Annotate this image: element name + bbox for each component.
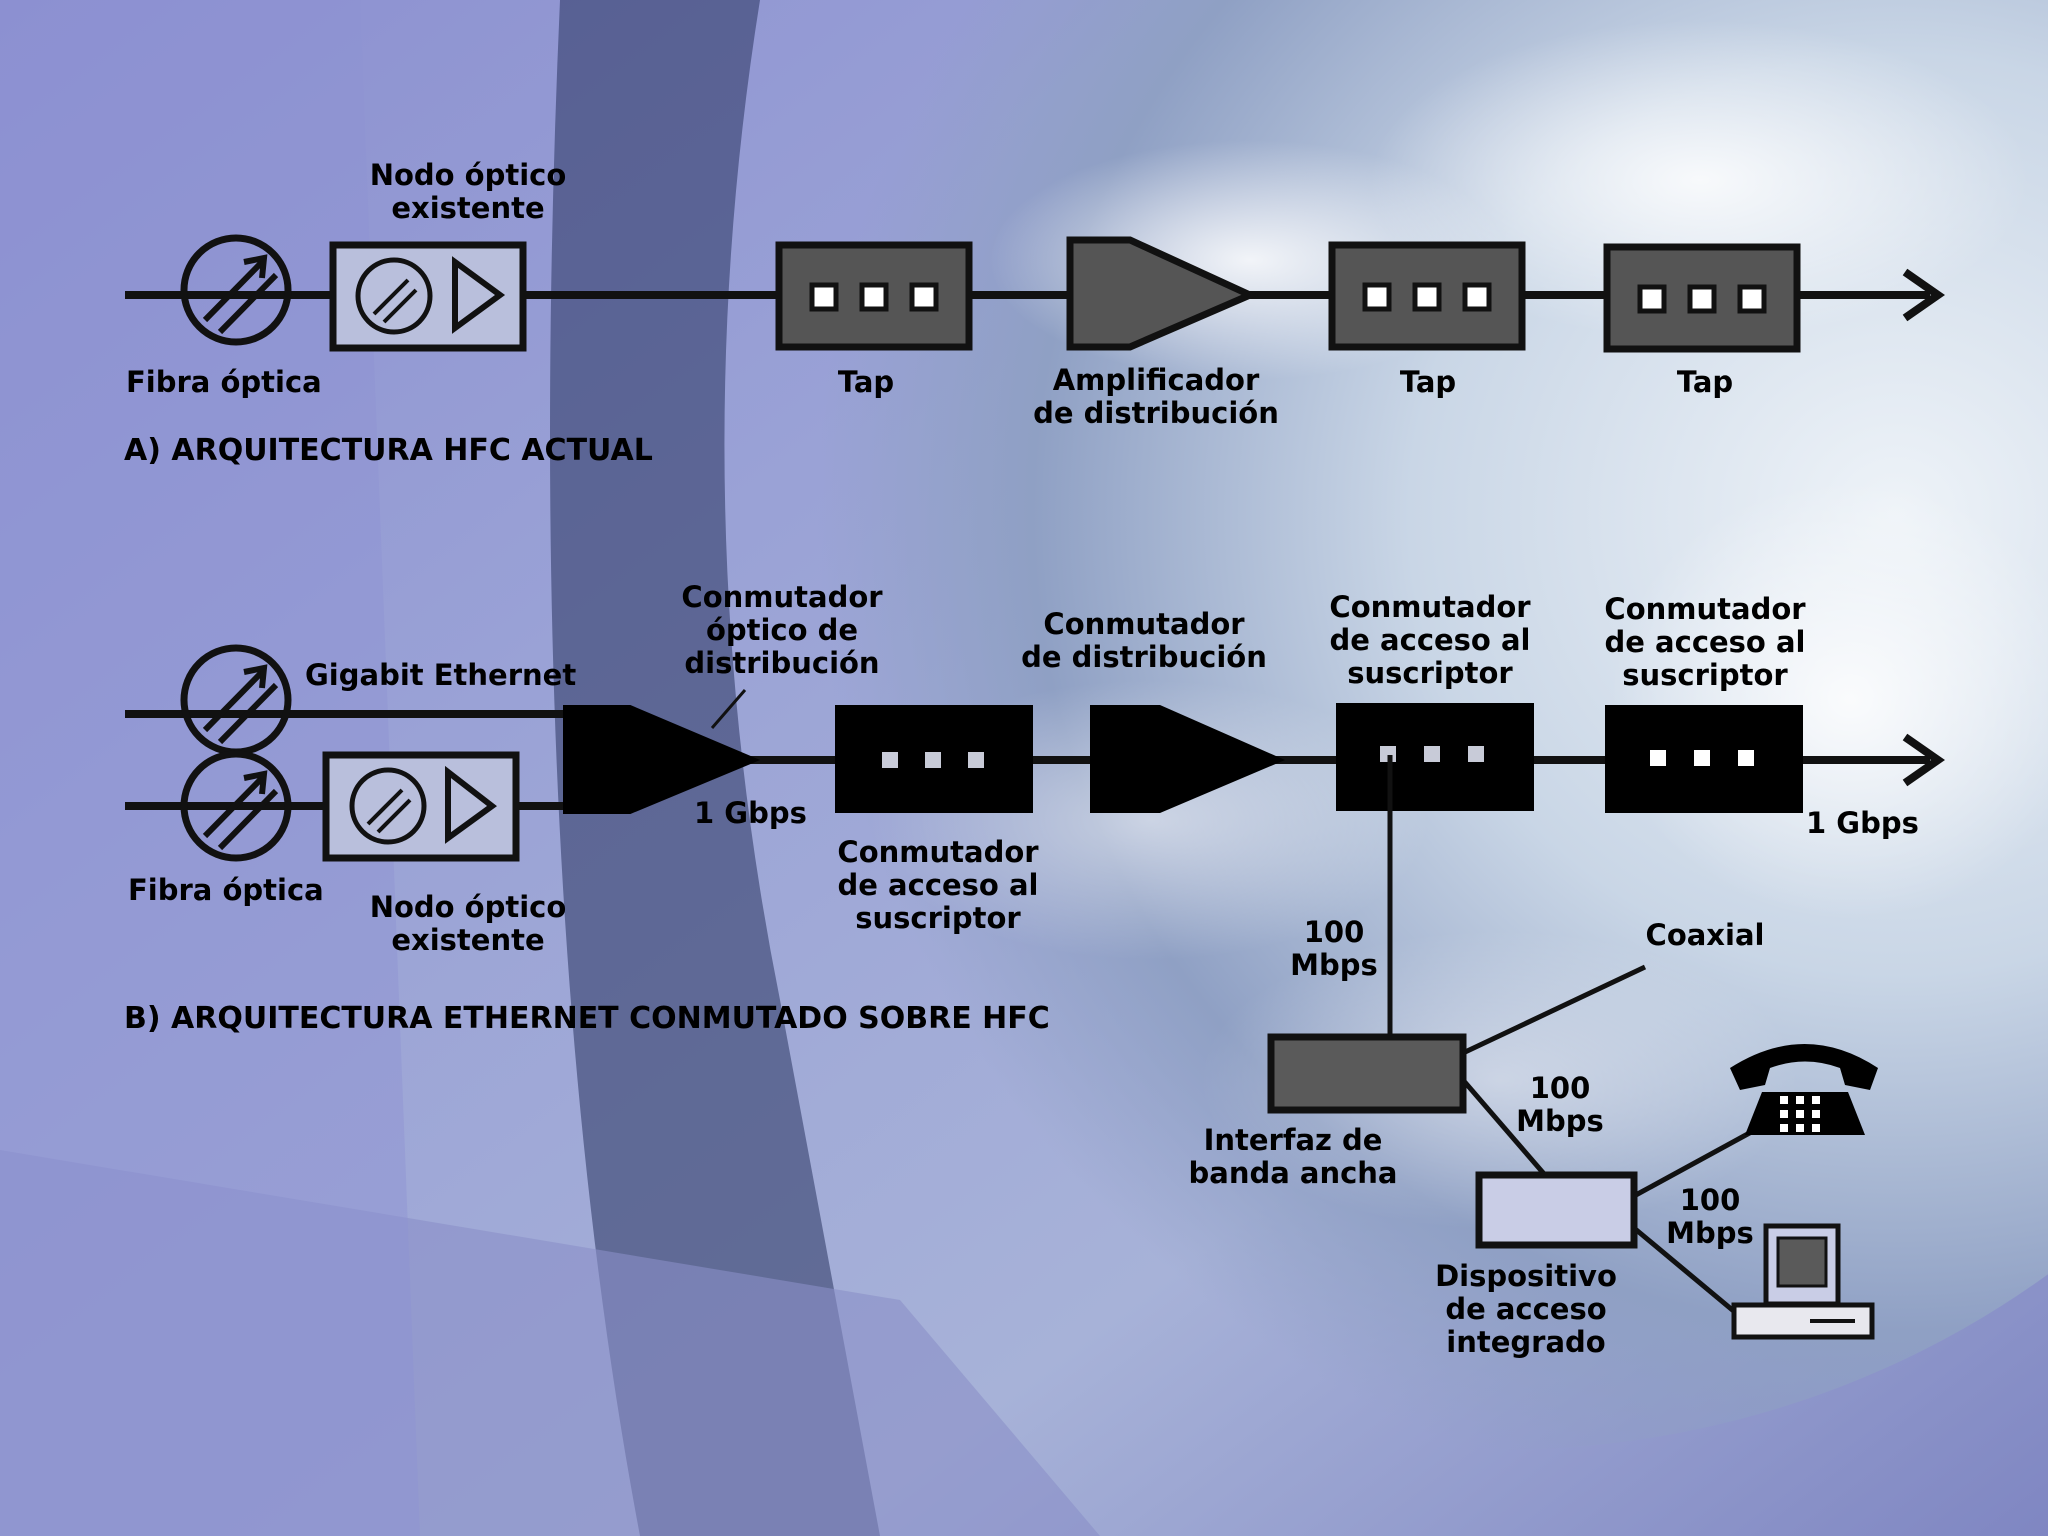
callout-line (710, 689, 747, 729)
computer-icon (1731, 1223, 1875, 1340)
optical-switch-label-line2: óptico de (706, 613, 858, 647)
access-switch-1-label-line1: Conmutador (837, 835, 1039, 869)
access-switch-1-label-line3: suscriptor (855, 901, 1021, 935)
node-label-b-line2: existente (391, 923, 544, 957)
computer-link-line (1632, 1226, 1744, 1320)
fiber-icon (180, 234, 292, 346)
node-label-b-line1: Nodo óptico (370, 890, 567, 924)
fiber-icon (180, 644, 292, 756)
section-b-title: B) ARQUITECTURA ETHERNET CONMUTADO SOBRE… (124, 1001, 1050, 1036)
tap-label-3: Tap (1677, 365, 1733, 399)
amplifier-label-line1: Amplificador (1053, 363, 1260, 397)
fiber-label-a: Fibra óptica (126, 365, 322, 399)
access-switch-1-label-line2: de acceso al (838, 868, 1039, 902)
access-switch-3 (1605, 705, 1803, 813)
iad-link-line (1461, 1078, 1547, 1177)
gigabit-label: Gigabit Ethernet (305, 658, 576, 692)
telephone-icon (1730, 1044, 1878, 1135)
access-switch-2-label-line3: suscriptor (1347, 656, 1513, 690)
tap-2 (1328, 241, 1526, 351)
tap-label-2: Tap (1400, 365, 1456, 399)
arrow-right-icon (1902, 733, 1945, 787)
device-speed-line2: Mbps (1666, 1216, 1754, 1250)
node-label-a-line1: Nodo óptico (370, 158, 567, 192)
distribution-amplifier (1066, 236, 1259, 351)
iad-speed-line2: Mbps (1516, 1104, 1604, 1138)
speed-1gbps-right: 1 Gbps (1806, 806, 1919, 840)
iad-speed-line1: 100 (1530, 1071, 1591, 1105)
device-speed-line1: 100 (1680, 1183, 1741, 1217)
section-a-title: A) ARQUITECTURA HFC ACTUAL (124, 433, 653, 468)
drop-speed-line2: Mbps (1290, 948, 1378, 982)
fiber-label-b: Fibra óptica (128, 873, 324, 907)
access-switch-3-label-line1: Conmutador (1604, 592, 1806, 626)
iad-label-line3: integrado (1446, 1325, 1605, 1359)
speed-1gbps-left: 1 Gbps (694, 796, 807, 830)
coaxial-label: Coaxial (1646, 918, 1765, 952)
tap-3 (1603, 243, 1801, 353)
section-a: Nodo óptico existente Fibra óptica Tap A… (124, 158, 1945, 468)
iad-label-line2: de acceso (1445, 1292, 1606, 1326)
broadband-interface (1267, 1033, 1467, 1114)
coaxial-line (1461, 964, 1647, 1056)
access-switch-1 (835, 705, 1033, 813)
distribution-switch (1090, 705, 1285, 813)
iad-label-line1: Dispositivo (1435, 1259, 1617, 1293)
broadband-interface-label-line1: Interfaz de (1204, 1123, 1383, 1157)
phone-link-line (1632, 1127, 1757, 1199)
integrated-access-device (1475, 1171, 1638, 1249)
access-switch-2-label-line1: Conmutador (1329, 590, 1531, 624)
node-label-a-line2: existente (391, 191, 544, 225)
section-b: Gigabit Ethernet Fibra óptica Nodo óptic… (124, 580, 1945, 1359)
access-switch-2-label-line2: de acceso al (1330, 623, 1531, 657)
access-switch-3-label-line2: de acceso al (1605, 625, 1806, 659)
tap-1 (775, 241, 973, 351)
optical-switch-label-line1: Conmutador (681, 580, 883, 614)
amplifier-label-line2: de distribución (1033, 396, 1279, 430)
access-switch-3-label-line3: suscriptor (1622, 658, 1788, 692)
optical-switch-label-line3: distribución (684, 646, 879, 680)
access-switch-2 (1336, 703, 1534, 811)
arrow-right-icon (1902, 268, 1945, 322)
optical-distribution-switch (563, 705, 761, 814)
drop-speed-line1: 100 (1304, 915, 1365, 949)
tap-label-1: Tap (838, 365, 894, 399)
broadband-interface-label-line2: banda ancha (1188, 1156, 1397, 1190)
distribution-switch-label-line2: de distribución (1021, 640, 1267, 674)
optical-node-b (322, 751, 520, 862)
optical-node-a (329, 241, 527, 352)
fiber-icon (180, 750, 292, 862)
distribution-switch-label-line1: Conmutador (1043, 607, 1245, 641)
